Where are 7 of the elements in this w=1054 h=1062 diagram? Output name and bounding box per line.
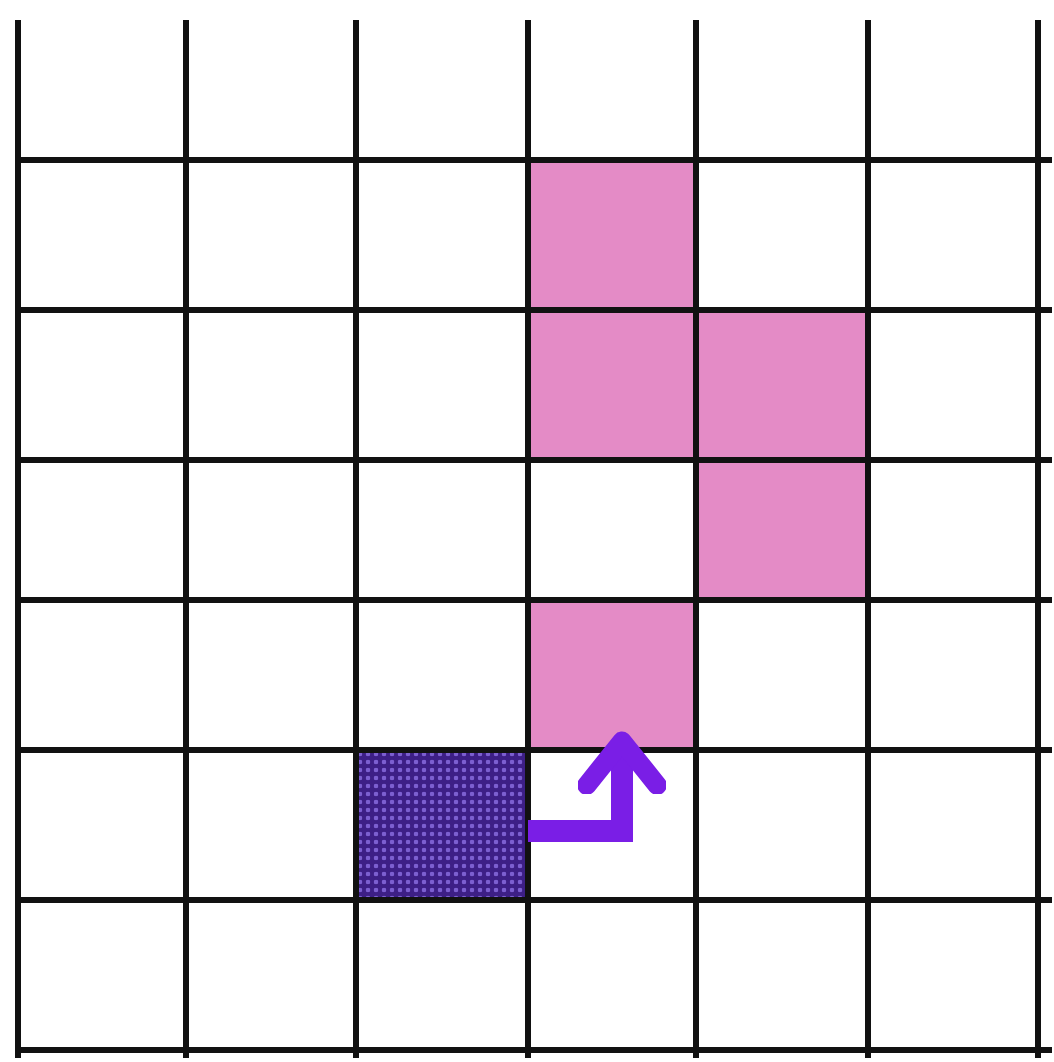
highlighted-cell: [356, 750, 528, 900]
shaded-cell: [528, 160, 696, 310]
shaded-cell: [696, 460, 868, 600]
shaded-cell: [528, 600, 696, 750]
shaded-cell: [528, 310, 696, 460]
shaded-cell: [696, 310, 868, 460]
arrow: [528, 731, 667, 842]
